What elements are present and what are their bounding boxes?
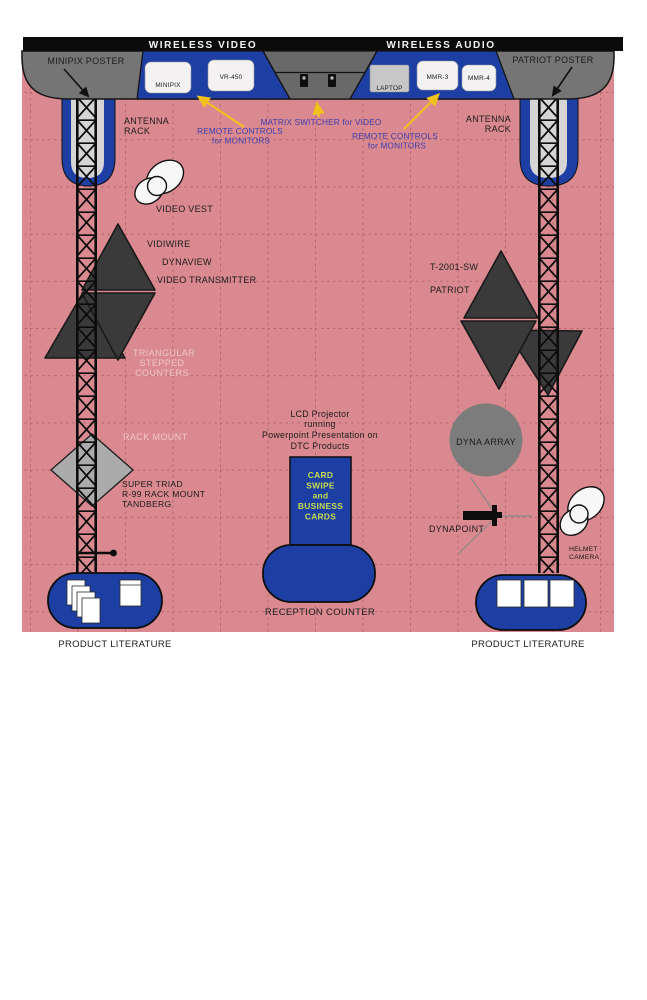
counter-triangle [81,292,156,361]
matrix-switcher-annotation: MATRIX SWITCHER for VIDEO [261,118,382,127]
switcher-module-icon [328,74,336,87]
remote-controls-right-line1: REMOTE CONTROLS [352,132,438,141]
super-triad-line3: TANDBERG [122,499,172,509]
card-swipe-line1: CARD [308,470,333,480]
counter-triangle [463,250,539,319]
helmet-camera-line2: CAMERA [569,554,600,561]
rack-mount-label: RACK MOUNT [123,432,188,442]
video-vest-cloud [134,159,185,205]
counter-triangle [460,320,537,390]
antenna-rack-left-line1: ANTENNA [124,116,169,126]
right-antenna-truss [538,96,559,573]
card-swipe-line5: CARDS [305,512,336,522]
wireless-video-title: WIRELESS VIDEO [149,40,258,51]
dyna-array-circle [449,403,523,477]
mmr3-box-label: MMR-3 [427,74,449,81]
brochure [119,579,142,607]
dynaview-label: DYNAVIEW [162,257,212,267]
stand-base [47,572,163,629]
triangular-counters-line3: COUNTERS [135,368,189,378]
card-swipe-line2: SWIPE [306,481,335,491]
mmr3-box [416,60,459,91]
minipix-box-label: MINIPIX [155,82,181,89]
remote-controls-right-line2: for MONITORS [368,142,427,151]
lcd-projector-line1: LCD Projector [290,409,349,419]
minipix-poster-label: MINIPIX POSTER [47,56,124,66]
super-triad-line2: R-99 RACK MOUNT [122,489,206,499]
lcd-projector-line2: running [304,419,335,429]
brochure-fan [66,579,142,624]
literature-stand-right [475,574,587,631]
patriot-poster-label: PATRIOT POSTER [512,55,593,65]
matrix-switcher-shape [261,50,379,100]
super-triad-line1: SUPER TRIAD [122,479,183,489]
brochure [496,579,522,608]
card-swipe-line4: BUSINESS [298,501,343,511]
patriot-poster-arrow [551,66,573,97]
minipix-box [144,61,192,94]
matrix-switcher-arrow [312,101,325,118]
triangular-counters-line1: TRIANGULAR [133,348,195,358]
card-swipe-stand [289,456,352,546]
dynapoint-label: DYNAPOINT [429,524,484,534]
remote-controls-left-line2: for MONITORS [212,137,271,146]
wireless-audio-title: WIRELESS AUDIO [386,40,495,51]
product-literature-right-label: PRODUCT LITERATURE [471,639,584,650]
header-title-bar [23,37,623,51]
matrix-switcher-unit [261,50,379,100]
dyna-array-label: DYNA ARRAY [456,437,516,447]
brochure [81,597,101,624]
lcd-projector-line4: DTC Products [291,441,350,451]
reception-counter [262,544,376,603]
switcher-module-light [302,76,306,80]
patriot-label: PATRIOT [430,285,470,295]
dynapoint-device [458,477,532,554]
vidiwire-label: VIDIWIRE [147,239,190,249]
remote-right-arrow [403,93,440,130]
remote-left-arrow [196,95,245,128]
dynapoint-bar [463,511,492,520]
dynapoint-nub [497,512,502,518]
lcd-projector-line3: Powerpoint Presentation on [262,430,378,440]
video-vest-label: VIDEO VEST [156,204,213,214]
helmet-camera-line1: HELMET [569,546,598,553]
antenna-rack-right-line2: RACK [485,124,511,134]
cloud-blob [146,175,168,197]
card-swipe-line3: and [313,491,329,501]
vr450-box-label: VR-450 [220,74,243,81]
antenna-rack-left-line2: RACK [124,126,150,136]
switcher-module-light [330,76,334,80]
antenna-rack-right-line1: ANTENNA [466,114,511,124]
left-truss-probe [79,549,117,557]
remote-controls-left-line1: REMOTE CONTROLS [197,127,283,136]
helmet-camera-cloud [559,486,605,537]
laptop-box [369,64,410,93]
left-antenna-truss [76,96,97,574]
reception-counter-label: RECEPTION COUNTER [265,607,375,618]
brochure-row [496,579,575,608]
mmr4-box [461,64,497,92]
triangular-counters-line2: STEPPED [140,358,185,368]
mmr4-box-label: MMR-4 [468,75,490,82]
counter-triangle [81,223,156,291]
product-literature-left-label: PRODUCT LITERATURE [58,639,171,650]
dynapoint-tick [492,505,497,526]
dynapoint-guide-lines [458,477,532,554]
literature-stand-left [47,572,163,629]
switcher-module-icon [300,74,308,87]
minipix-poster-arrow [63,68,90,98]
brochure [523,579,549,608]
t2001sw-label: T-2001-SW [430,262,478,272]
brochure [549,579,575,608]
laptop-box-label: LAPTOP [376,85,402,92]
video-transmitter-label: VIDEO TRANSMITTER [157,275,257,285]
cloud-blob [569,504,589,524]
vr450-box [207,59,255,92]
